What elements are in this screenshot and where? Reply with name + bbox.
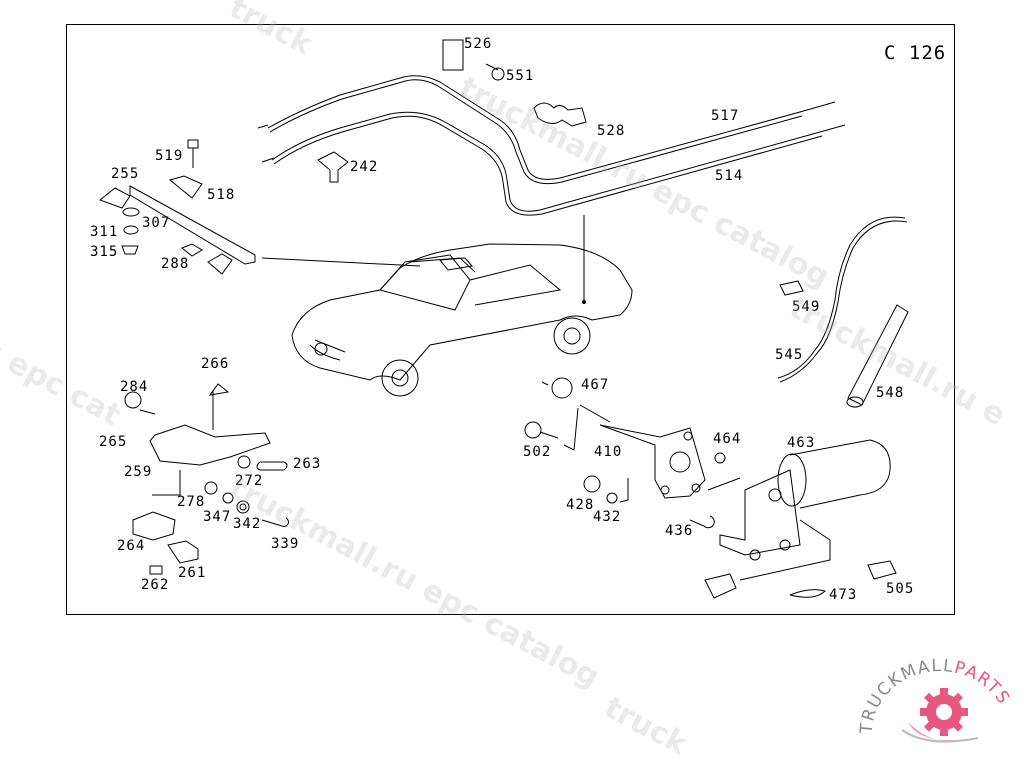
part-label[interactable]: 514 (715, 168, 744, 184)
part-label[interactable]: 315 (90, 244, 119, 260)
part-label[interactable]: 263 (293, 456, 322, 472)
part-label[interactable]: 272 (235, 473, 264, 489)
cable-517 (267, 75, 836, 185)
part-label[interactable]: 307 (142, 215, 171, 231)
cable-514 (257, 111, 846, 216)
part-label[interactable]: 473 (829, 587, 858, 603)
gear-icon (901, 688, 979, 743)
part-label[interactable]: 432 (593, 509, 622, 525)
part-label[interactable]: 517 (711, 108, 740, 124)
part-label[interactable]: 519 (155, 148, 184, 164)
part-label[interactable]: 288 (161, 256, 190, 272)
part-label[interactable]: 463 (787, 435, 816, 451)
part-label[interactable]: 339 (271, 536, 300, 552)
part-label[interactable]: 436 (665, 523, 694, 539)
part-label[interactable]: 505 (886, 581, 915, 597)
part-label[interactable]: 464 (713, 431, 742, 447)
part-label[interactable]: 410 (594, 444, 623, 460)
part-label[interactable]: 278 (177, 494, 206, 510)
rail-255 (98, 185, 256, 275)
truckmall-parts-logo: TRUCKMALLPARTS (858, 656, 1014, 743)
part-label[interactable]: 342 (233, 516, 262, 532)
part-label[interactable]: 526 (464, 36, 493, 52)
part-label[interactable]: 242 (350, 159, 379, 175)
part-label[interactable]: 502 (523, 444, 552, 460)
part-label[interactable]: 259 (124, 464, 153, 480)
part-label[interactable]: 255 (111, 166, 140, 182)
part-label[interactable]: 261 (178, 565, 207, 581)
part-label[interactable]: 311 (90, 224, 119, 240)
logo-brand-right: PARTS (952, 658, 1014, 709)
part-label[interactable]: 264 (117, 538, 146, 554)
part-label[interactable]: 266 (201, 356, 230, 372)
part-label[interactable]: 549 (792, 299, 821, 315)
part-label[interactable]: 528 (597, 123, 626, 139)
part-label[interactable]: 551 (506, 68, 535, 84)
part-label[interactable]: 548 (876, 385, 905, 401)
part-label[interactable]: 262 (141, 577, 170, 593)
part-label[interactable]: 428 (566, 497, 595, 513)
car-outline (291, 243, 633, 397)
part-label[interactable]: 518 (207, 187, 236, 203)
part-label[interactable]: 265 (99, 434, 128, 450)
part-label[interactable]: 467 (581, 377, 610, 393)
part-label[interactable]: 347 (203, 509, 232, 525)
part-label[interactable]: 284 (120, 379, 149, 395)
diagram-code: C 126 (884, 42, 947, 64)
small-parts (121, 39, 909, 599)
diagram-frame (66, 24, 955, 615)
part-label[interactable]: 545 (775, 347, 804, 363)
